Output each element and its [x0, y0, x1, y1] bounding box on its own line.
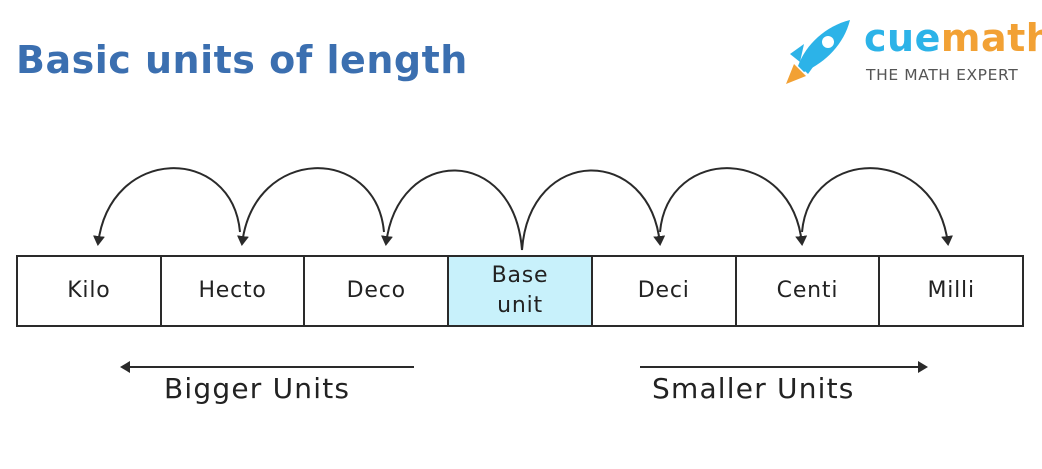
brand-name-part1: cue: [864, 16, 941, 60]
units-scale: Kilo Hecto Deco Base unit Deci Centi Mil…: [16, 255, 1024, 327]
bigger-units-label: Bigger Units: [164, 372, 351, 405]
unit-deco: Deco: [305, 257, 450, 325]
arc-centi-to-milli: [801, 167, 953, 246]
cuemath-logo: cuemath THE MATH EXPERT: [776, 14, 1042, 94]
unit-deci: Deci: [593, 257, 737, 325]
arc-base-to-deco: [381, 169, 523, 251]
rocket-icon: [786, 20, 850, 84]
unit-centi: Centi: [737, 257, 881, 325]
brand-name-part2: math: [940, 16, 1042, 60]
brand-tagline: THE MATH EXPERT: [866, 66, 1019, 84]
arc-base-to-deci: [521, 169, 666, 251]
unit-base-line1: Base: [491, 263, 549, 288]
unit-kilo: Kilo: [18, 257, 162, 325]
unit-base-line2: unit: [497, 293, 543, 318]
smaller-units-label: Smaller Units: [652, 372, 855, 405]
unit-base: Base unit: [449, 257, 593, 325]
arc-deco-to-hecto: [237, 167, 385, 246]
arc-deci-to-centi: [659, 167, 808, 246]
page-title: Basic units of length: [16, 38, 468, 82]
arc-hecto-to-kilo: [93, 167, 241, 246]
brand-name: cuemath: [864, 16, 1042, 60]
unit-hecto: Hecto: [162, 257, 306, 325]
unit-milli: Milli: [927, 278, 975, 303]
